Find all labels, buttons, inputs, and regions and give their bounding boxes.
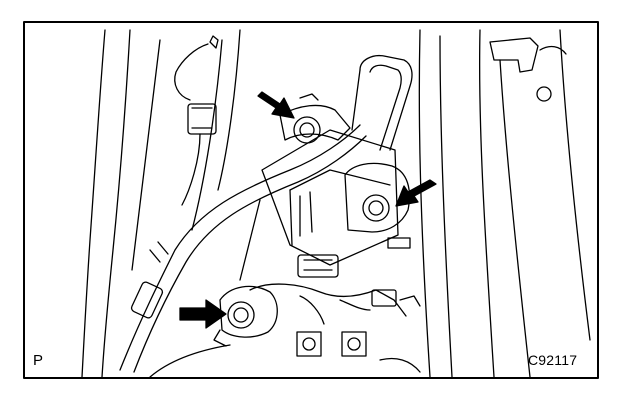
bolt-lower <box>227 301 255 329</box>
figure-frame <box>23 21 599 379</box>
clip-left <box>296 331 322 357</box>
lower-floor-lines <box>149 199 421 378</box>
bolt-upper <box>293 116 321 144</box>
figure-code: C92117 <box>528 352 578 368</box>
left-connector <box>174 35 219 206</box>
lower-harness <box>249 283 421 325</box>
lower-bracket <box>213 285 278 347</box>
arrow-lower <box>179 299 227 329</box>
wire-harness <box>119 124 367 373</box>
sensor-body <box>261 129 399 278</box>
arrow-upper <box>257 91 295 119</box>
upper-duct <box>351 54 413 151</box>
bolt-right <box>362 194 390 222</box>
upper-right-latch <box>489 37 567 102</box>
pillar-outline <box>81 29 241 378</box>
page-letter: P <box>33 352 44 369</box>
right-bracket <box>344 162 411 249</box>
right-panel <box>418 29 591 378</box>
clip-right <box>341 331 367 357</box>
arrow-right <box>395 179 437 207</box>
